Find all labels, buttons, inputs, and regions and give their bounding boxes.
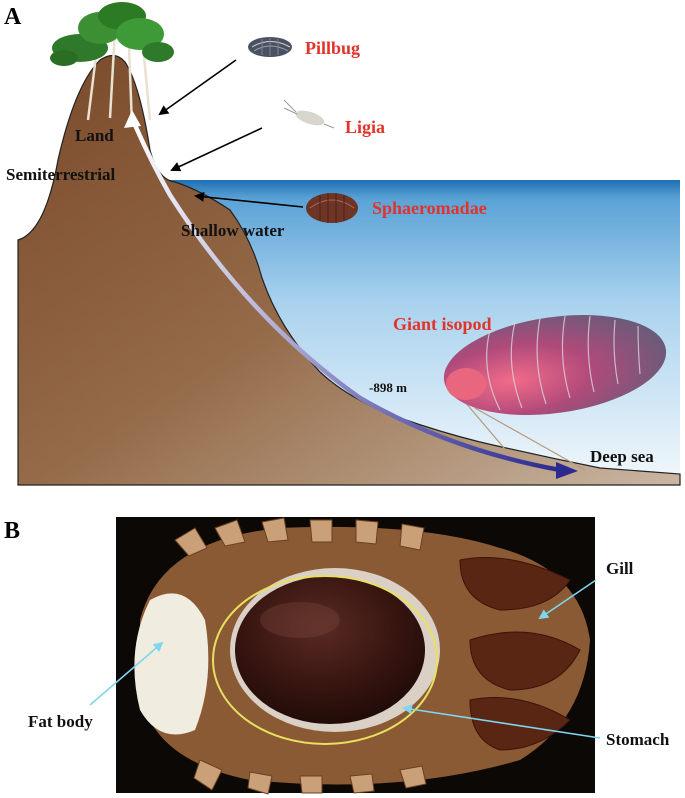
sphaeromadae-arrow [194, 191, 304, 208]
panel-b: B [4, 517, 670, 795]
panel-b-letter: B [4, 518, 20, 544]
trajectory-head-down [556, 462, 578, 479]
giant-isopod-label: Giant isopod [393, 314, 492, 334]
depth-label: -898 m [369, 380, 407, 395]
panel-a-letter: A [4, 4, 22, 30]
land-label: Land [75, 126, 114, 145]
fat-body-label: Fat body [28, 712, 93, 731]
gill-label: Gill [606, 559, 634, 578]
sphaeromadae-image [306, 193, 358, 223]
stomach-label: Stomach [606, 730, 670, 749]
giant-isopod-image [443, 314, 667, 471]
shallow-water-label: Shallow water [181, 221, 285, 240]
ligia-image [283, 99, 335, 129]
mountain-terrain [17, 54, 681, 486]
gill-pointer [538, 579, 597, 620]
ligia-arrow [170, 127, 263, 172]
sphaeromadae-label: Sphaeromadae [372, 198, 487, 218]
trajectory-head-up [124, 110, 141, 128]
isopod-body [134, 517, 590, 795]
evolution-trajectory [129, 117, 561, 473]
deep-sea-label: Deep sea [590, 447, 654, 466]
fat-body-pointer [89, 641, 164, 706]
forest [50, 2, 174, 126]
stomach-pointer [402, 704, 601, 739]
stomach-outline [212, 575, 438, 745]
pillbug-arrow [158, 59, 237, 116]
pillbug-image [248, 37, 292, 57]
pillbug-label: Pillbug [305, 38, 360, 58]
panel-a: A Pillbug Ligia Sphaeromadae Giant isopo… [4, 2, 681, 486]
semiterrestrial-label: Semiterrestrial [6, 165, 115, 184]
ligia-label: Ligia [345, 117, 385, 137]
